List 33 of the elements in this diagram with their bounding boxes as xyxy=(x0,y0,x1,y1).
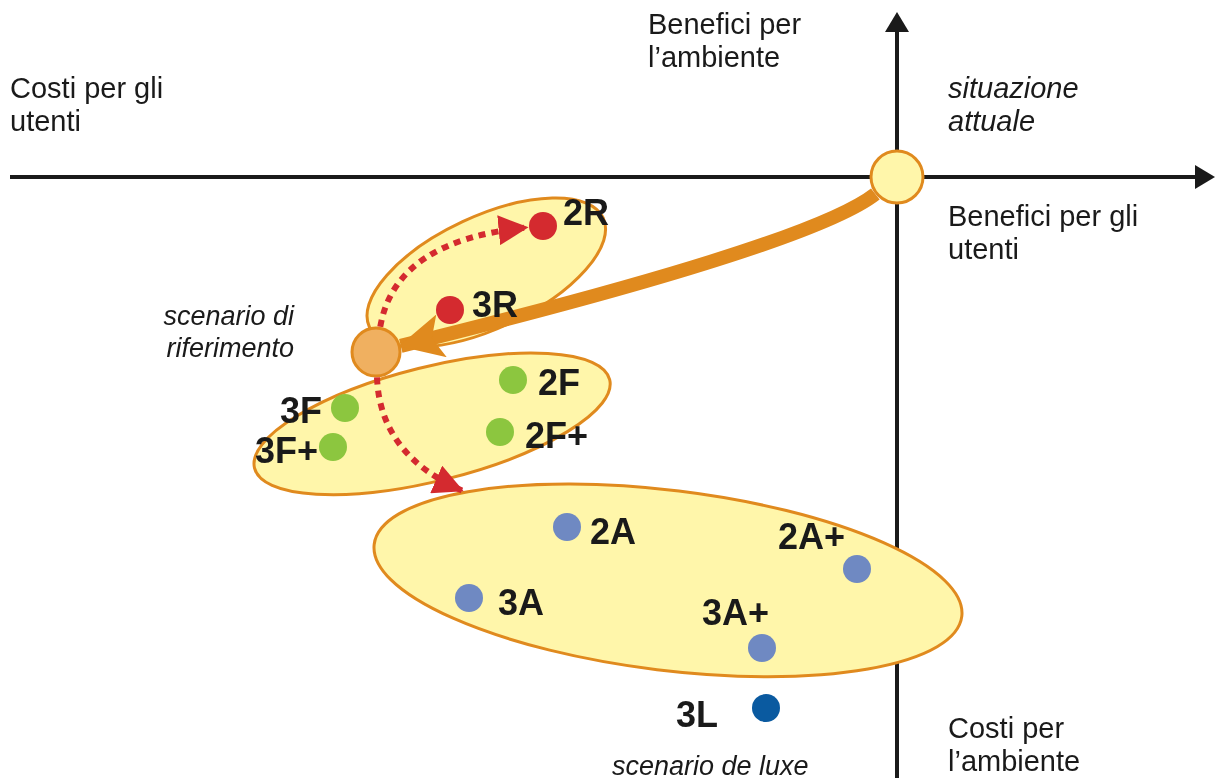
arrow xyxy=(398,188,880,358)
dot-marker xyxy=(527,210,559,242)
dot-marker xyxy=(841,553,873,585)
point-label: 3A+ xyxy=(702,591,771,635)
group-ellipse xyxy=(372,481,964,679)
point-label: 2A+ xyxy=(778,515,847,559)
point-label: 3L xyxy=(676,693,719,737)
scenario-circle xyxy=(350,326,402,378)
scenario-label: situazione attuale xyxy=(948,72,1080,139)
dot-marker xyxy=(750,692,782,724)
scenario-label: scenario de luxe xyxy=(612,750,810,778)
scenario-label: scenario di riferimento xyxy=(162,300,294,365)
dot-marker xyxy=(551,511,583,543)
point-label: 2A xyxy=(590,510,638,554)
axis-label: Benefici per gli utenti xyxy=(948,200,1140,267)
group-ellipse xyxy=(364,195,608,349)
dot-marker xyxy=(317,431,349,463)
dot-marker xyxy=(497,364,529,396)
scenario-circle xyxy=(869,149,925,205)
arrow xyxy=(374,377,465,494)
dot-marker xyxy=(453,582,485,614)
axis-label: Costi per l’ambiente xyxy=(948,712,1082,778)
axis-label: Benefici per l’ambiente xyxy=(648,8,803,75)
dot-marker xyxy=(434,294,466,326)
point-label: 3A xyxy=(498,581,546,625)
point-label: 3F+ xyxy=(253,429,318,473)
dot-marker xyxy=(329,392,361,424)
axis-label: Costi per gli utenti xyxy=(10,72,165,139)
point-label: 2F xyxy=(538,361,581,405)
dot-marker xyxy=(746,632,778,664)
arrow xyxy=(377,216,529,328)
dot-marker xyxy=(484,416,516,448)
point-label: 3R xyxy=(472,283,520,327)
